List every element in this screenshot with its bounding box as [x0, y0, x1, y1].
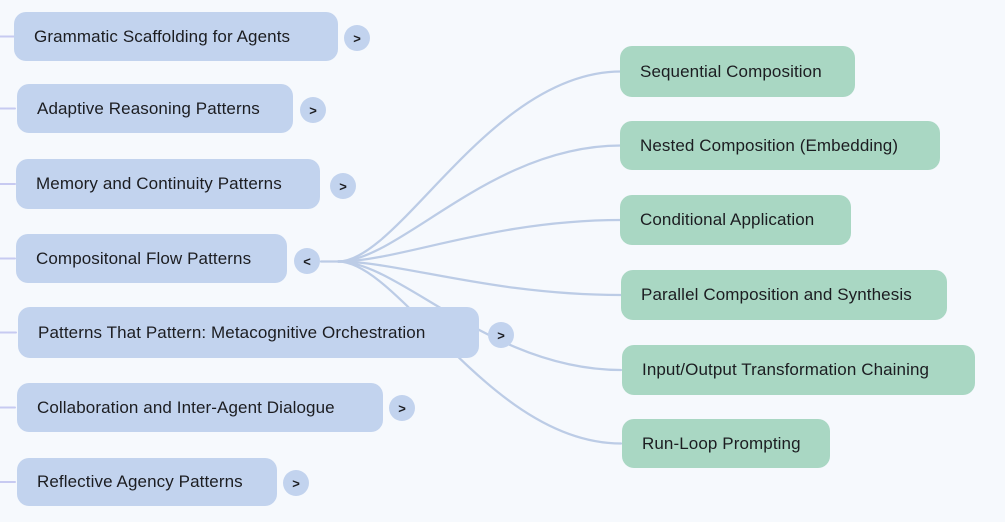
mindmap-node-patterns-that-pattern[interactable]: Patterns That Pattern: Metacognitive Orc… [18, 307, 479, 358]
connector-curve [336, 260, 623, 297]
mindmap-node-grammatic-scaffolding[interactable]: Grammatic Scaffolding for Agents [14, 12, 338, 61]
mindmap-node-collaboration-dialogue[interactable]: Collaboration and Inter-Agent Dialogue [17, 383, 383, 432]
expand-button-grammatic-scaffolding[interactable]: > [344, 25, 370, 51]
collapse-button-compositonal-flow[interactable]: < [294, 248, 320, 274]
mindmap-node-parallel-composition[interactable]: Parallel Composition and Synthesis [621, 270, 947, 320]
mindmap-node-adaptive-reasoning[interactable]: Adaptive Reasoning Patterns [17, 84, 293, 133]
mindmap-node-conditional-application[interactable]: Conditional Application [620, 195, 851, 245]
connector-curve [336, 144, 623, 263]
chevron-right-icon: > [353, 30, 361, 46]
connector-curve [336, 70, 623, 263]
chevron-right-icon: > [309, 102, 317, 118]
mindmap-node-memory-continuity[interactable]: Memory and Continuity Patterns [16, 159, 320, 209]
expand-button-collaboration-dialogue[interactable]: > [389, 395, 415, 421]
chevron-left-icon: < [303, 253, 311, 269]
expand-button-memory-continuity[interactable]: > [330, 173, 356, 199]
chevron-right-icon: > [339, 178, 347, 194]
mindmap-node-sequential-composition[interactable]: Sequential Composition [620, 46, 855, 97]
mindmap-node-io-transformation-chaining[interactable]: Input/Output Transformation Chaining [622, 345, 975, 395]
chevron-right-icon: > [398, 400, 406, 416]
connector-curve [336, 218, 623, 263]
chevron-right-icon: > [292, 475, 300, 491]
mindmap-node-reflective-agency[interactable]: Reflective Agency Patterns [17, 458, 277, 506]
mindmap-node-nested-composition[interactable]: Nested Composition (Embedding) [620, 121, 940, 170]
mindmap-node-run-loop-prompting[interactable]: Run-Loop Prompting [622, 419, 830, 468]
expand-button-patterns-that-pattern[interactable]: > [488, 322, 514, 348]
chevron-right-icon: > [497, 327, 505, 343]
expand-button-reflective-agency[interactable]: > [283, 470, 309, 496]
expand-button-adaptive-reasoning[interactable]: > [300, 97, 326, 123]
mindmap-node-compositonal-flow[interactable]: Compositonal Flow Patterns [16, 234, 287, 283]
